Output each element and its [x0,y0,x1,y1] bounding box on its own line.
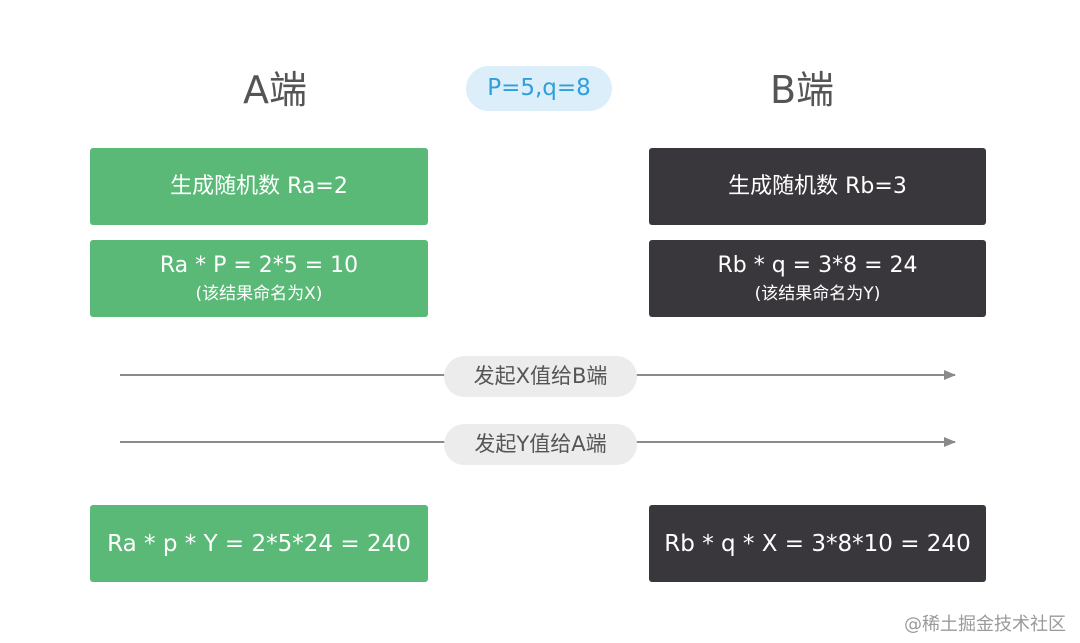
party-b-final-box: Rb * q * X = 3*8*10 = 240 [649,505,986,582]
party-b-compute-box: Rb * q = 3*8 = 24 (该结果命名为Y) [649,240,986,317]
party-b-random-box: 生成随机数 Rb=3 [649,148,986,225]
party-b-compute-text: Rb * q = 3*8 = 24 [717,253,918,278]
party-b-final-text: Rb * q * X = 3*8*10 = 240 [664,530,971,557]
party-a-final-box: Ra * p * Y = 2*5*24 = 240 [90,505,428,582]
watermark: @稀土掘金技术社区 [904,614,1066,635]
send-y-label: 发起Y值给A端 [444,424,637,465]
party-a-random-box: 生成随机数 Ra=2 [90,148,428,225]
party-a-heading: A端 [243,68,307,112]
party-a-random-text: 生成随机数 Ra=2 [170,173,348,199]
party-a-compute-box: Ra * P = 2*5 = 10 (该结果命名为X) [90,240,428,317]
party-a-compute-note: (该结果命名为X) [195,284,323,304]
params-badge: P=5,q=8 [466,66,612,111]
party-a-final-text: Ra * p * Y = 2*5*24 = 240 [107,530,411,557]
party-b-random-text: 生成随机数 Rb=3 [728,173,907,199]
party-b-heading: B端 [769,68,835,112]
party-b-compute-note: (该结果命名为Y) [754,284,881,304]
send-x-label: 发起X值给B端 [444,356,637,397]
party-a-compute-text: Ra * P = 2*5 = 10 [159,253,359,278]
